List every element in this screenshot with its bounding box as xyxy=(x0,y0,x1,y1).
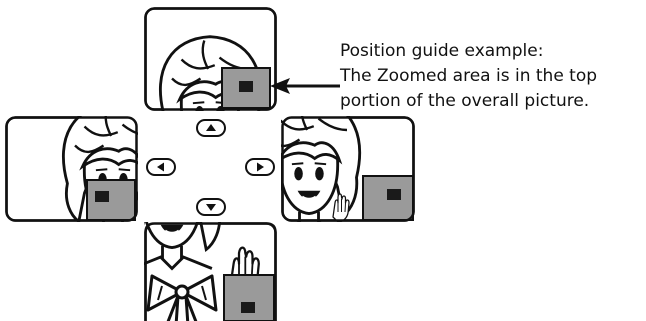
zoom-area-indicator xyxy=(87,180,135,220)
arrow-left-button[interactable] xyxy=(146,158,176,176)
caption-line: The Zoomed area is in the top xyxy=(340,64,640,89)
zoom-view-left xyxy=(5,116,138,222)
zoom-area-indicator xyxy=(224,275,274,321)
triangle-down-icon xyxy=(196,198,226,216)
zoom-view-top xyxy=(144,7,277,111)
zoom-area-marker xyxy=(387,189,401,200)
zoom-view-bottom xyxy=(144,222,277,321)
pointer-arrow-icon xyxy=(268,76,340,96)
arrow-down-button[interactable] xyxy=(196,198,226,216)
zoom-view-right xyxy=(281,116,415,222)
arrow-right-button[interactable] xyxy=(245,158,275,176)
zoom-area-marker xyxy=(239,81,253,92)
caption-line: Position guide example: xyxy=(340,39,640,64)
triangle-up-icon xyxy=(196,119,226,137)
triangle-left-icon xyxy=(146,158,176,176)
zoom-area-marker xyxy=(95,191,109,202)
zoom-area-marker xyxy=(241,302,255,313)
arrow-up-button[interactable] xyxy=(196,119,226,137)
caption-line: portion of the overall picture. xyxy=(340,89,640,114)
triangle-right-icon xyxy=(245,158,275,176)
position-guide-caption: Position guide example: The Zoomed area … xyxy=(340,39,640,114)
